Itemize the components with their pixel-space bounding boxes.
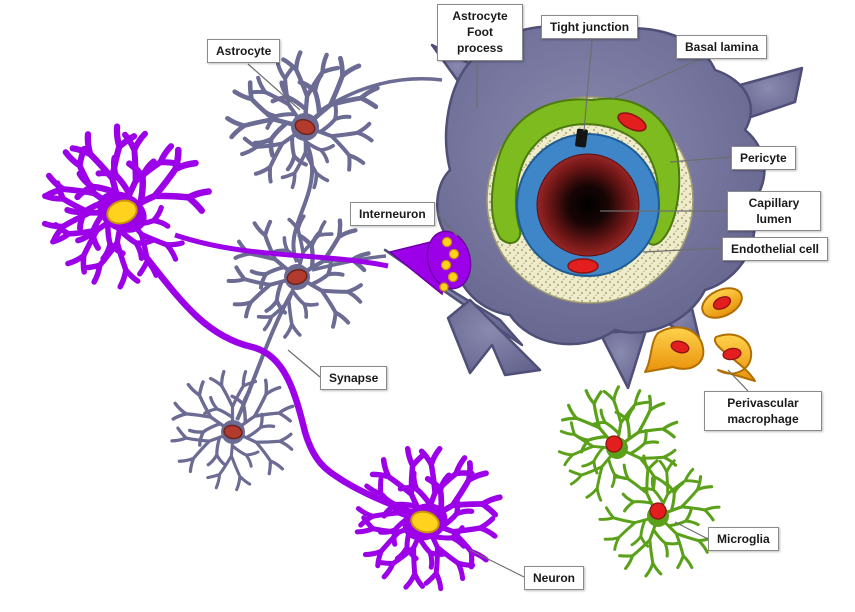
neuron-cell-bottom	[349, 439, 505, 598]
label-pericyte: Pericyte	[731, 146, 796, 171]
astrocyte-nucleus	[294, 118, 316, 136]
astrocyte-cell-middle	[226, 207, 375, 347]
label-capillary-lumen: Capillary lumen	[727, 191, 821, 232]
neuron-nucleus	[106, 199, 138, 225]
label-neuron: Neuron	[524, 566, 584, 591]
label-perivascular-macrophage: Perivascular macrophage	[704, 391, 822, 432]
interneuron-cell	[388, 230, 472, 296]
capillary-lumen-area	[536, 153, 640, 257]
endothelial-nucleus	[567, 258, 599, 274]
label-connectors	[247, 39, 749, 578]
astrocyte-cell-lower	[161, 366, 303, 496]
neuron-cell-left	[34, 122, 214, 294]
label-synapse: Synapse	[320, 366, 388, 391]
label-basal-lamina: Basal lamina	[676, 35, 768, 60]
microglia-cell-2	[596, 450, 724, 586]
label-endothelial-cell: Endothelial cell	[722, 237, 829, 262]
pericyte-nucleus	[617, 112, 647, 132]
microglia-cell-1	[552, 379, 687, 511]
capillary	[486, 96, 694, 304]
label-interneuron: Interneuron	[350, 202, 435, 227]
perivascular-macrophage-cells	[644, 287, 756, 382]
label-astrocyte: Astrocyte	[207, 39, 281, 64]
axon	[139, 232, 420, 519]
label-tight-junction: Tight junction	[541, 15, 639, 40]
astrocyte-nucleus	[286, 269, 308, 285]
neuron-nucleus	[410, 510, 440, 534]
microglia-nucleus	[605, 435, 623, 453]
label-astrocyte-foot-process: Astrocyte Foot process	[437, 4, 523, 61]
macrophage-nuclei	[670, 296, 742, 361]
astrocyte-cell-top	[219, 47, 386, 193]
label-microglia: Microglia	[708, 527, 779, 552]
astrocyte-nucleus	[223, 424, 243, 440]
microglia-nucleus	[649, 502, 667, 520]
interneuron-vesicles	[439, 236, 460, 292]
tight-junction-mark	[575, 128, 588, 148]
